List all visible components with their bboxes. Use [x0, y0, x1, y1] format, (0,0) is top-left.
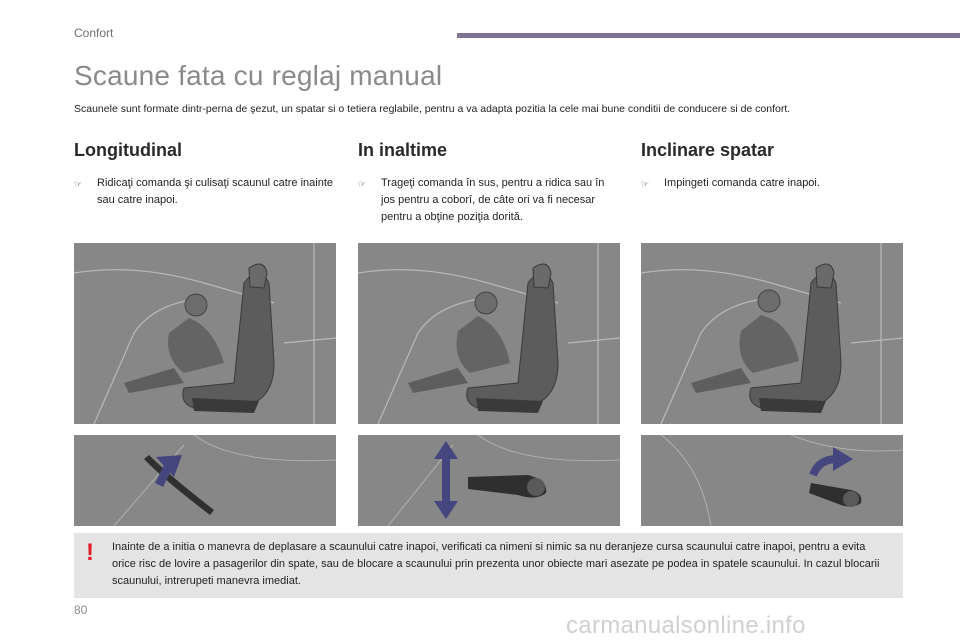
illustration-seat-longitudinal [74, 243, 336, 424]
instruction-text: Ridicaţi comanda şi culisaţi scaunul cat… [97, 177, 334, 206]
instruction-item: ☞ Impingeti comanda catre inapoi. [641, 175, 903, 193]
illustration-height-control [358, 435, 620, 526]
illustration-longitudinal-control [74, 435, 336, 526]
column-heading: Longitudinal [74, 140, 182, 160]
curved-arrow-icon [809, 447, 853, 477]
illustration-seat-recline [641, 243, 903, 424]
column-heading: Inclinare spatar [641, 140, 775, 160]
finger-pointer-icon: ☞ [74, 179, 83, 189]
page-number: 80 [74, 603, 88, 617]
section-label: Confort [74, 26, 114, 40]
exclamation-icon: ! [86, 539, 94, 566]
up-down-arrow-icon [434, 441, 458, 519]
column-height: In inaltime ☞ Trageţi comanda în sus, pe… [358, 140, 620, 226]
finger-pointer-icon: ☞ [641, 179, 650, 189]
warning-text: Inainte de a initia o manevra de deplasa… [112, 541, 880, 587]
header-rule [457, 33, 960, 38]
instruction-text: Trageţi comanda în sus, pentru a ridica … [381, 177, 605, 223]
watermark: carmanualsonline.info [566, 612, 806, 639]
illustration-seat-height [358, 243, 620, 424]
instruction-text: Impingeti comanda catre inapoi. [664, 177, 820, 189]
instruction-item: ☞ Ridicaţi comanda şi culisaţi scaunul c… [74, 175, 336, 209]
instruction-item: ☞ Trageţi comanda în sus, pentru a ridic… [358, 175, 620, 226]
column-longitudinal: Longitudinal ☞ Ridicaţi comanda şi culis… [74, 140, 336, 209]
finger-pointer-icon: ☞ [358, 179, 367, 189]
column-heading: In inaltime [358, 140, 448, 160]
warning-box: ! Inainte de a initia o manevra de depla… [74, 533, 903, 598]
intro-text: Scaunele sunt formate dintr-perna de şez… [74, 103, 791, 115]
arrow-icon [154, 455, 182, 488]
page-title: Scaune fata cu reglaj manual [74, 60, 443, 91]
column-backrest-angle: Inclinare spatar ☞ Impingeti comanda cat… [641, 140, 903, 193]
illustration-recline-control [641, 435, 903, 526]
